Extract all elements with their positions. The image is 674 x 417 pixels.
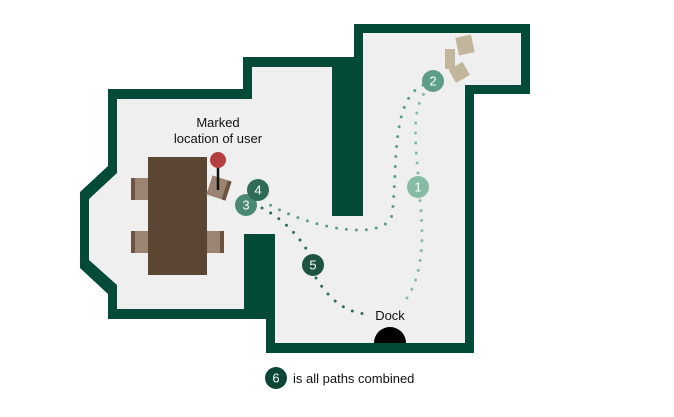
marker-6: 6 xyxy=(265,367,287,389)
marker-label: 2 xyxy=(429,74,436,89)
chair xyxy=(207,231,224,253)
marker-4: 4 xyxy=(247,179,269,201)
marker-label: 6 xyxy=(272,371,279,386)
marker-label: 5 xyxy=(309,258,316,273)
user-location-label-line2: location of user xyxy=(174,131,263,146)
chair-back xyxy=(220,231,224,253)
user-location-pin-icon xyxy=(210,152,226,190)
box xyxy=(445,49,455,69)
path-1 xyxy=(405,90,427,300)
dock-label: Dock xyxy=(375,308,405,323)
legend-text: is all paths combined xyxy=(293,371,414,386)
marker-1: 1 xyxy=(407,176,429,198)
boxes xyxy=(445,34,475,83)
dining-table-group xyxy=(131,157,232,275)
chair-back xyxy=(131,231,135,253)
chair-back xyxy=(221,180,232,201)
marker-2: 2 xyxy=(422,70,444,92)
user-location-label-line1: Marked xyxy=(196,115,239,130)
marker-3: 3 xyxy=(235,194,257,216)
chair xyxy=(131,178,148,200)
path-2 xyxy=(268,83,425,232)
chair-back xyxy=(131,178,135,200)
marker-5: 5 xyxy=(302,254,324,276)
marker-label: 4 xyxy=(254,183,261,198)
dock-icon xyxy=(374,327,406,343)
marker-label: 3 xyxy=(242,198,249,213)
box xyxy=(448,61,470,83)
chair xyxy=(131,231,148,253)
box xyxy=(455,34,475,56)
table xyxy=(148,157,207,275)
marker-label: 1 xyxy=(414,180,421,195)
